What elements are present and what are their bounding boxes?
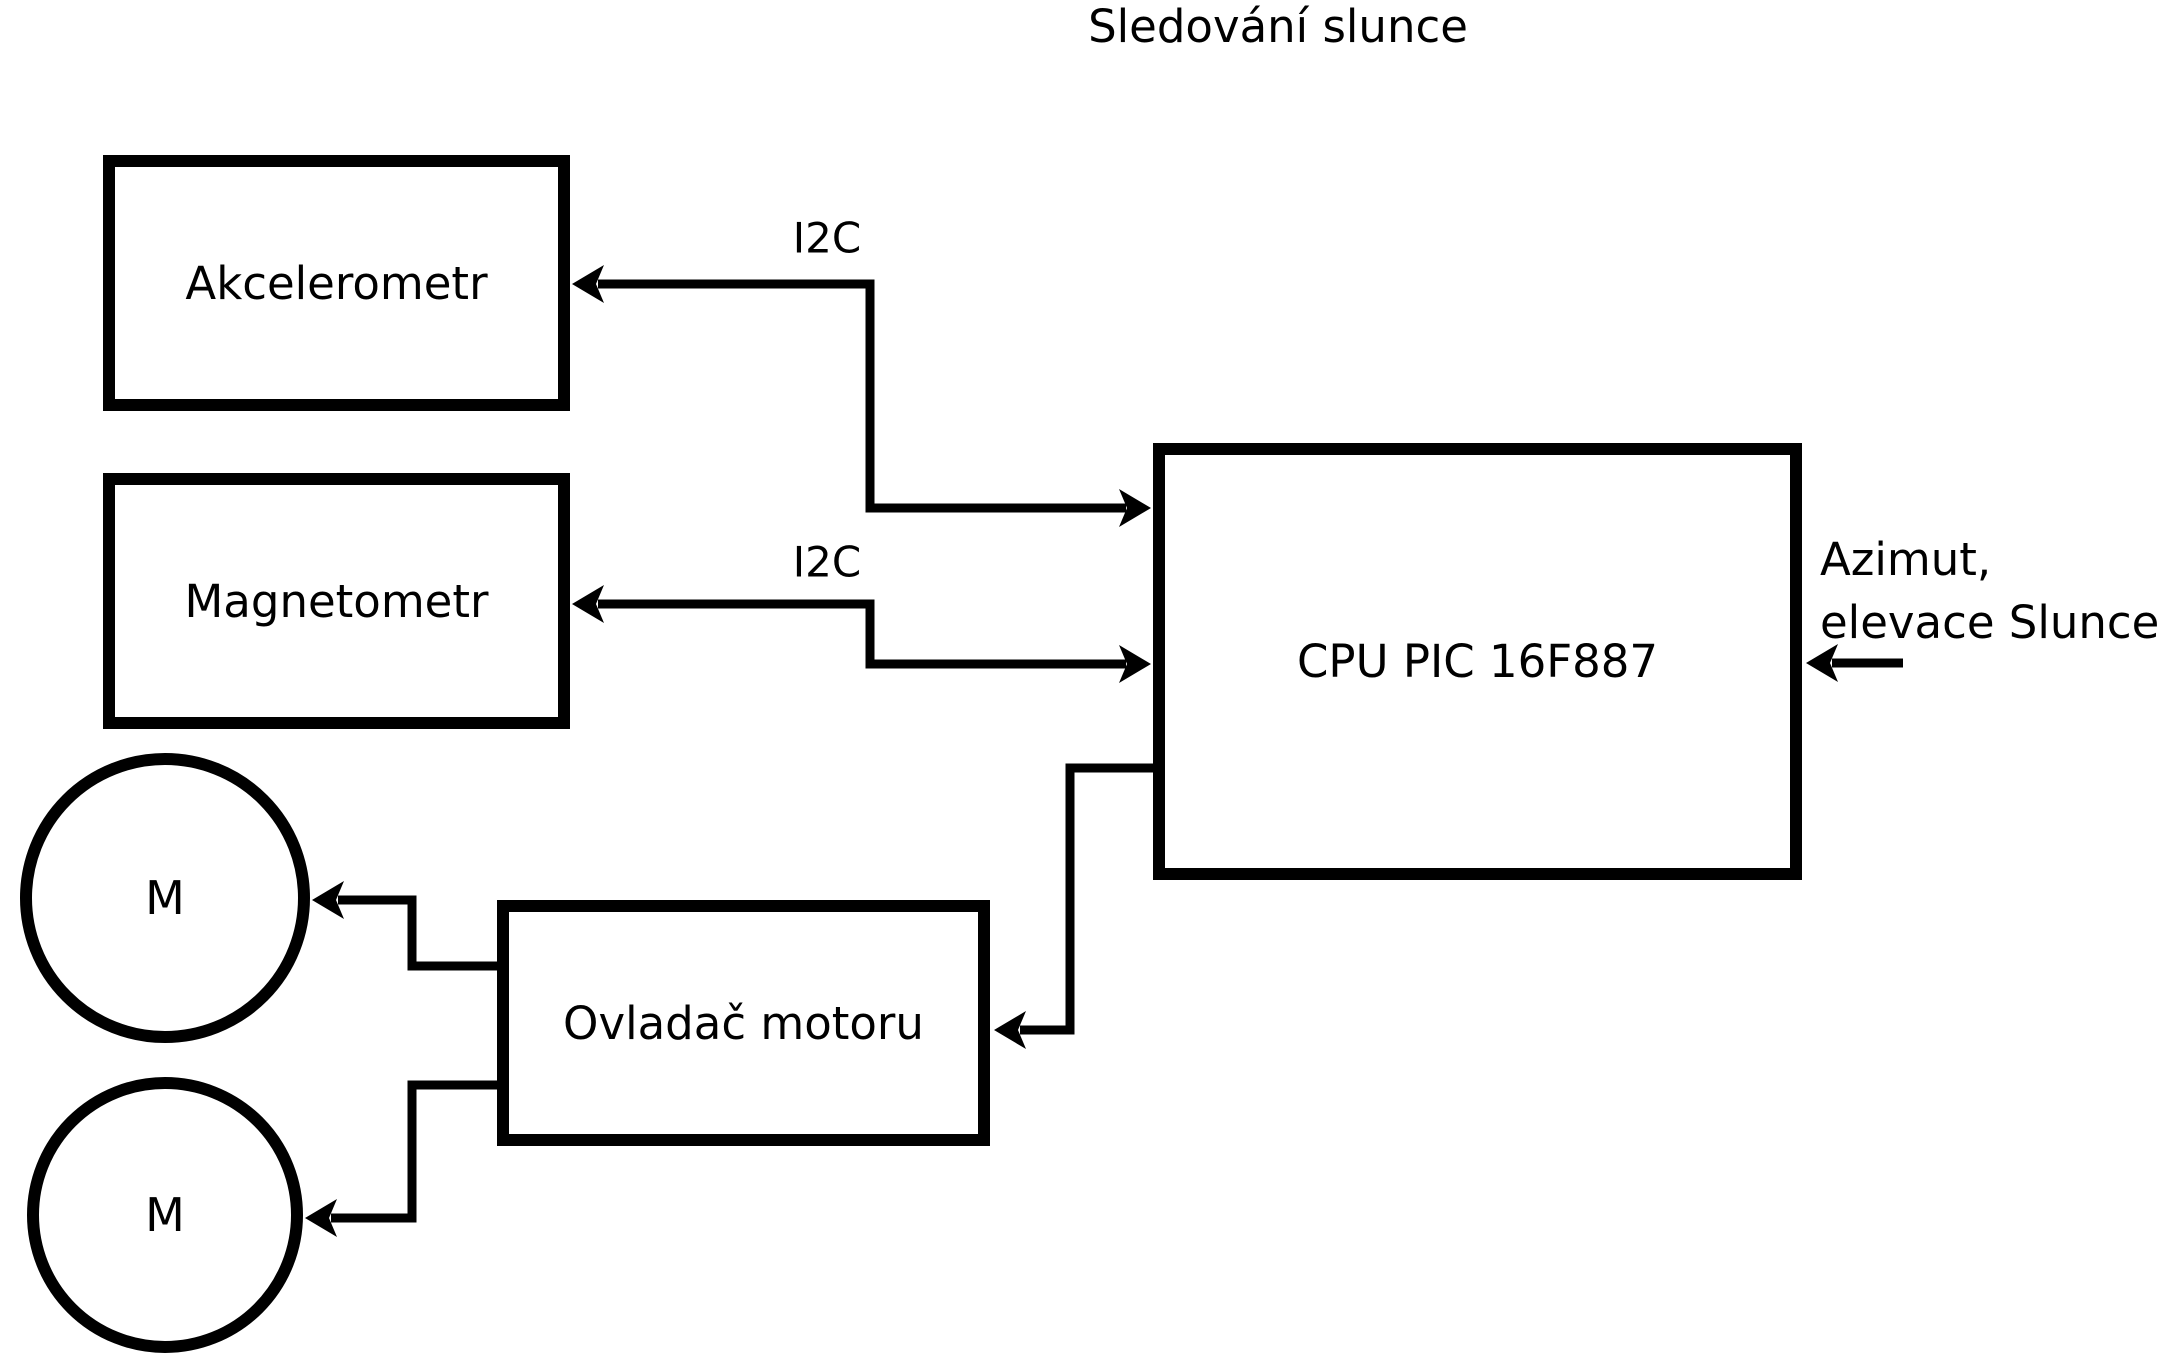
driver-to-motor2-arrow	[305, 1080, 497, 1237]
akcelerometr-box: Akcelerometr	[103, 155, 570, 411]
magnetometr-label: Magnetometr	[184, 574, 489, 628]
i2c-magnetometr-wire	[598, 599, 1126, 669]
motor2-circle: M	[27, 1077, 303, 1353]
driver-to-motor1-wire	[338, 895, 497, 971]
i2c-label-magnetometr: I2C	[792, 537, 862, 587]
i2c-akcelerometr-wire	[598, 279, 1126, 513]
driver-to-motor2-wire	[331, 1080, 497, 1223]
i2c-arrow-magnetometr	[572, 585, 1151, 683]
cpu-label: CPU PIC 16F887	[1297, 635, 1658, 688]
motor-driver-box: Ovladač motoru	[497, 900, 990, 1146]
azimut-label-line2: elevace Slunce	[1820, 596, 2160, 649]
motor1-circle: M	[20, 753, 310, 1043]
driver-to-motor1-arrow	[312, 881, 497, 971]
azimut-label-line1: Azimut,	[1820, 533, 1992, 586]
cpu-to-driver-wire	[1020, 763, 1153, 1035]
arrowhead-into-motor1	[312, 881, 344, 919]
akcelerometr-label: Akcelerometr	[185, 256, 488, 310]
diagram-title: Sledování slunce	[1088, 0, 1468, 53]
motor-driver-label: Ovladač motoru	[563, 996, 924, 1050]
cpu-box: CPU PIC 16F887	[1153, 443, 1802, 880]
i2c-arrow-akcelerometr	[572, 265, 1151, 527]
arrowhead-into-magnetometr	[572, 585, 604, 623]
azimut-elevace-label: Azimut, elevace Slunce	[1820, 528, 2159, 654]
arrowhead-into-cpu-mid	[1119, 645, 1151, 683]
cpu-to-driver-arrow	[994, 763, 1153, 1049]
motor1-label: M	[145, 871, 185, 925]
arrowhead-into-driver	[994, 1011, 1026, 1049]
arrowhead-into-cpu-top	[1119, 489, 1151, 527]
arrowhead-into-akcelerometr	[572, 265, 604, 303]
magnetometr-box: Magnetometr	[103, 473, 570, 729]
i2c-label-akcelerometr: I2C	[792, 213, 862, 263]
arrowhead-into-motor2	[305, 1199, 337, 1237]
motor2-label: M	[145, 1188, 185, 1242]
